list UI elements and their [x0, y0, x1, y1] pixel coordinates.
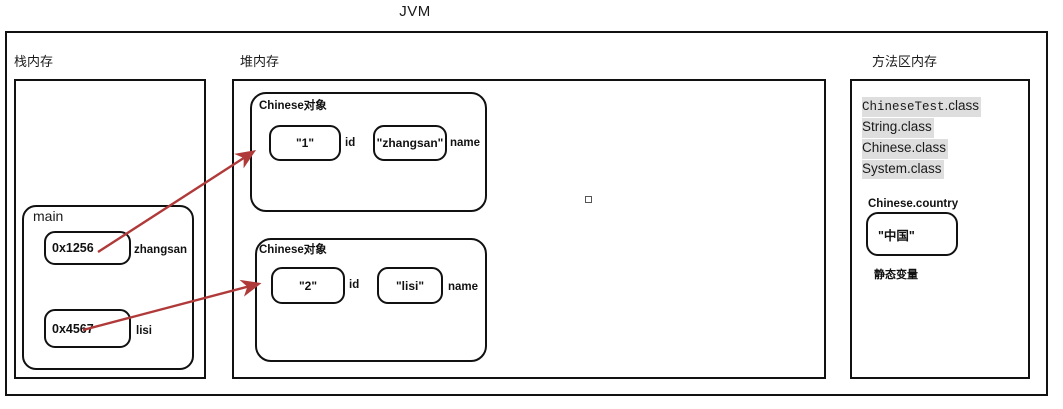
heap-object-1-field-id-label: id [345, 137, 356, 149]
heap-object-1-title: Chinese对象 [259, 100, 327, 112]
stack-memory-label: 栈内存 [14, 54, 54, 69]
stack-variable-lisi-value: 0x4567 [52, 321, 94, 336]
stack-variable-zhangsan-label: zhangsan [134, 244, 188, 256]
missing-glyph-artifact [585, 196, 592, 203]
class-name-rest: System.class [862, 160, 942, 176]
class-name-rest: String.class [862, 119, 932, 135]
main-frame-label: main [33, 208, 64, 224]
class-name-rest: .class [944, 98, 980, 113]
heap-memory-label: 堆内存 [240, 54, 280, 69]
static-field-name: Chinese.country [868, 198, 959, 210]
static-field-value: "中国" [878, 228, 915, 243]
class-name-mono: ChineseTest [862, 100, 945, 114]
heap-object-2-title: Chinese对象 [259, 244, 327, 256]
heap-object-1-field-id-value: "1" [295, 136, 315, 150]
jvm-outer-box [5, 31, 1048, 396]
heap-object-2-field-id-label: id [349, 279, 360, 291]
heap-object-2-field-name-value: "lisi" [395, 278, 425, 293]
diagram-title: JVM [399, 3, 431, 20]
heap-object-1-field-id: "1" [269, 125, 341, 161]
class-name-rest: Chinese.class [862, 139, 947, 155]
method-area-label: 方法区内存 [872, 54, 938, 69]
class-list-item: String.class [862, 118, 934, 138]
heap-object-1-field-name-label: name [450, 137, 481, 149]
static-field-caption: 静态变量 [874, 269, 918, 281]
static-field-box: "中国" [866, 212, 958, 256]
class-list-item: ChineseTest.class [862, 97, 982, 118]
heap-object-2-field-name-label: name [448, 281, 479, 293]
heap-object-2-field-id-value: "2" [298, 278, 318, 293]
loaded-class-list: ChineseTest.class String.class Chinese.c… [862, 97, 982, 180]
class-list-item: Chinese.class [862, 138, 949, 159]
stack-variable-lisi-label: lisi [136, 325, 152, 337]
heap-object-1-field-name-value: "zhangsan" [376, 136, 444, 150]
stack-variable-lisi: 0x4567 [44, 309, 131, 348]
heap-object-1-field-name: "zhangsan" [373, 125, 447, 161]
heap-object-2-field-name: "lisi" [377, 267, 443, 304]
class-list-item: System.class [862, 159, 944, 180]
method-area-box [850, 79, 1030, 379]
stack-variable-zhangsan: 0x1256 [44, 231, 131, 265]
heap-object-2-field-id: "2" [271, 267, 345, 304]
stack-variable-zhangsan-value: 0x1256 [52, 241, 94, 255]
